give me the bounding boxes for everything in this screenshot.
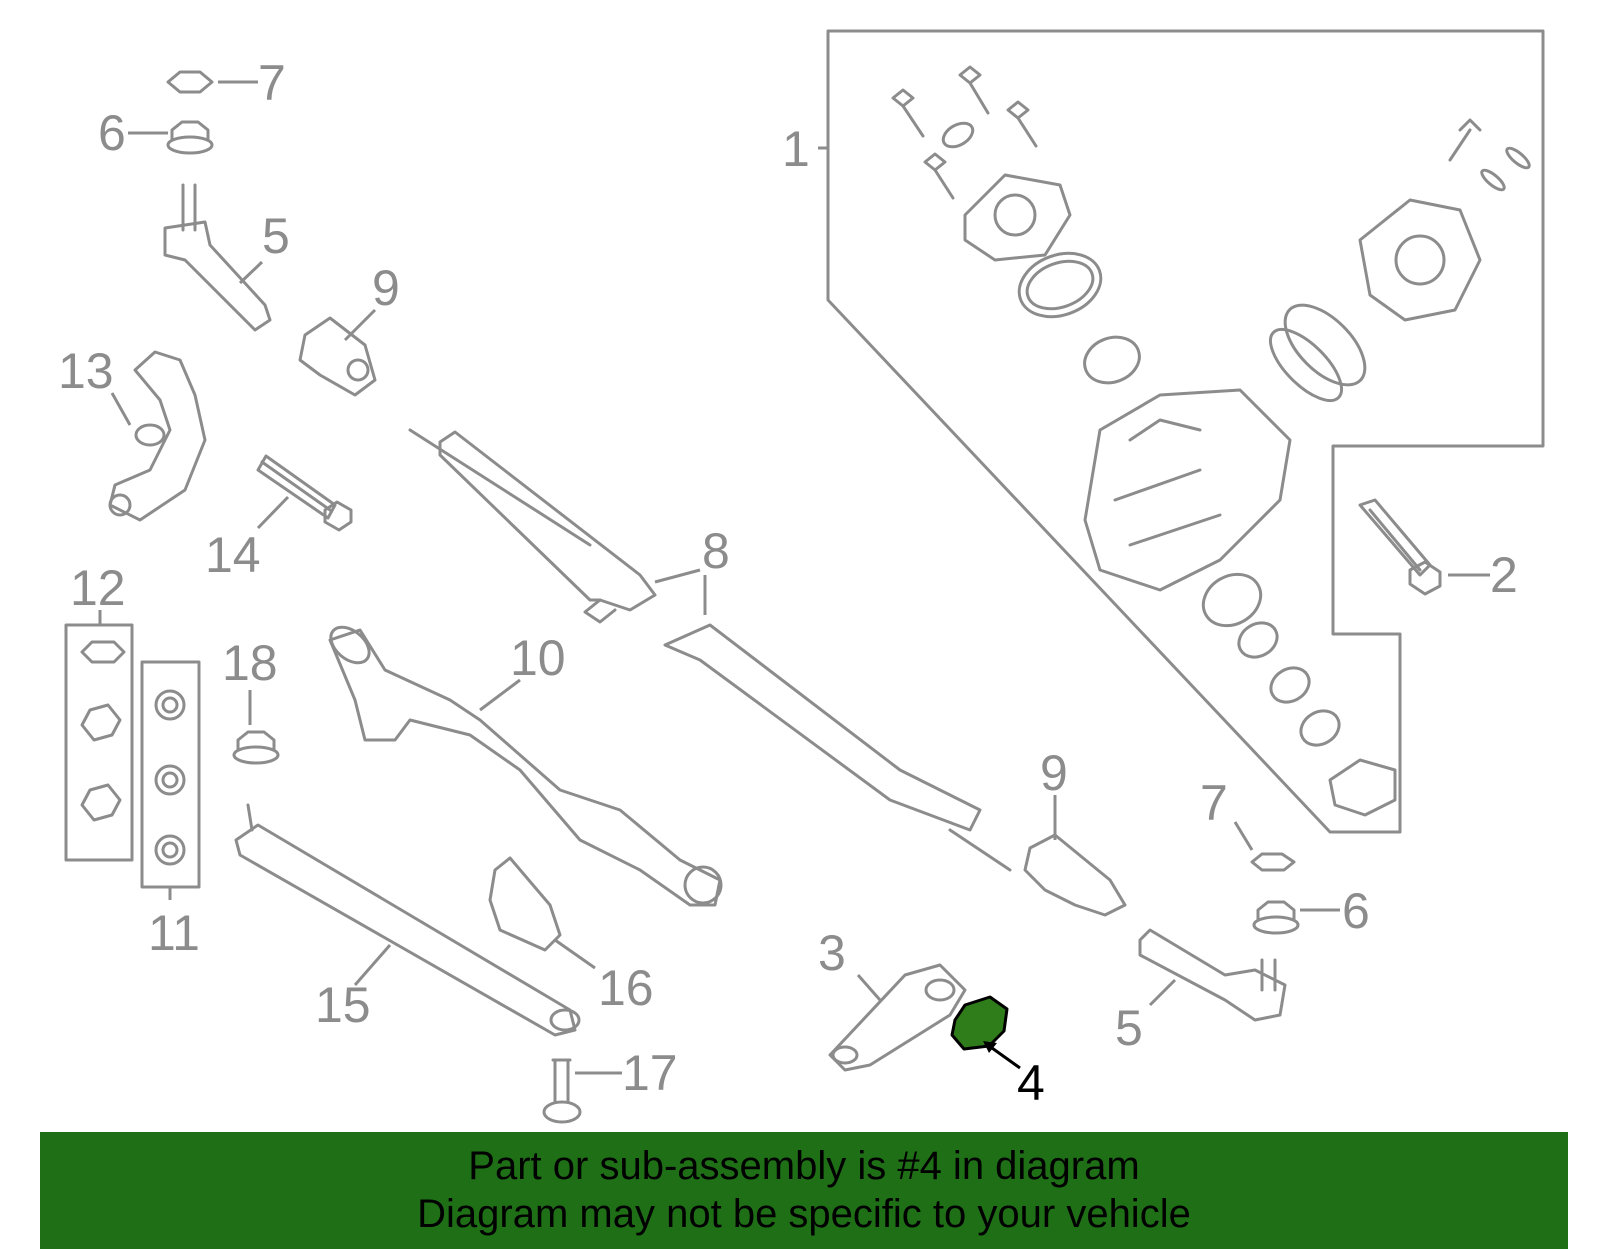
callout-8: 8: [702, 523, 730, 579]
callout-7-lower: 7: [1200, 775, 1228, 831]
steering-gear-assembly-group: [826, 29, 1545, 834]
callout-10: 10: [510, 630, 566, 686]
banner-line-2: Diagram may not be specific to your vehi…: [417, 1192, 1191, 1236]
callout-12: 12: [70, 560, 126, 616]
part-17-bolt: [542, 1058, 582, 1124]
part-10-center-link: [328, 625, 723, 907]
part-6-nut-top: [166, 120, 214, 155]
callout-18: 18: [222, 635, 278, 691]
callout-6-lower: 6: [1342, 883, 1370, 939]
callout-7-top: 7: [258, 55, 286, 111]
part-5-tie-rod-end-lower: [1138, 928, 1287, 1022]
callout-5-top: 5: [262, 208, 290, 264]
callout-15: 15: [315, 977, 371, 1033]
callout-16: 16: [598, 960, 654, 1016]
callout-5-lower: 5: [1115, 1000, 1143, 1056]
part-9-clamp-lower: [1023, 833, 1127, 917]
part-12-kit-box: [64, 623, 134, 862]
part-6-nut-lower: [1252, 900, 1300, 935]
part-11-kit-box: [140, 660, 201, 889]
callout-17: 17: [622, 1045, 678, 1101]
info-banner: Part or sub-assembly is #4 in diagram Di…: [40, 1132, 1568, 1249]
banner-line-1: Part or sub-assembly is #4 in diagram: [468, 1144, 1140, 1188]
callout-1: 1: [782, 121, 810, 177]
callout-6-top: 6: [98, 105, 126, 161]
part-8-tie-rod-lower: [663, 623, 1012, 872]
part-2-bolt: [1358, 498, 1442, 596]
callout-3: 3: [818, 925, 846, 981]
part-5-tie-rod-end-top: [163, 183, 272, 332]
part-14-bolt: [256, 454, 353, 532]
callout-11: 11: [148, 905, 200, 961]
callout-4: 4: [1017, 1055, 1045, 1111]
part-4-nut-highlighted: [950, 995, 1009, 1051]
part-16-bracket: [488, 856, 562, 952]
callout-9-lower: 9: [1040, 745, 1068, 801]
part-3-pitman-arm: [828, 963, 967, 1072]
part-8-tie-rod-upper: [408, 428, 657, 624]
part-18-nut: [232, 730, 280, 765]
callout-9-top: 9: [372, 260, 400, 316]
part-13-bracket: [108, 350, 207, 522]
callout-14: 14: [205, 527, 261, 583]
callout-13: 13: [58, 343, 114, 399]
callout-2: 2: [1490, 547, 1518, 603]
part-9-clamp-top: [298, 316, 377, 397]
part-15-damper: [234, 803, 581, 1037]
